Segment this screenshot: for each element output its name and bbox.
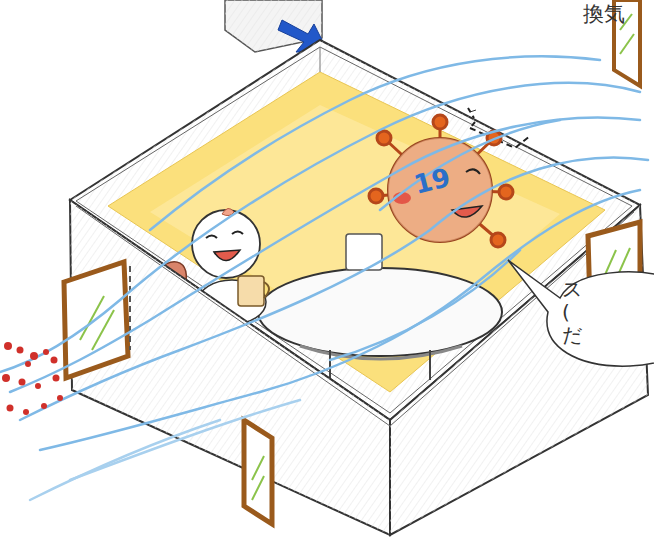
- virus-droplets: [2, 342, 63, 415]
- front-walls: [70, 200, 648, 535]
- bubble-outline: [508, 260, 654, 366]
- bubble-text: ス ( だ: [562, 278, 584, 347]
- speech-bubble: ス ( だ: [520, 268, 654, 368]
- window: [244, 420, 272, 524]
- corner-heading: 換気: [583, 0, 625, 28]
- bubble-outline: [520, 268, 654, 368]
- wind-streams: [0, 56, 648, 500]
- virus-character: [346, 115, 513, 270]
